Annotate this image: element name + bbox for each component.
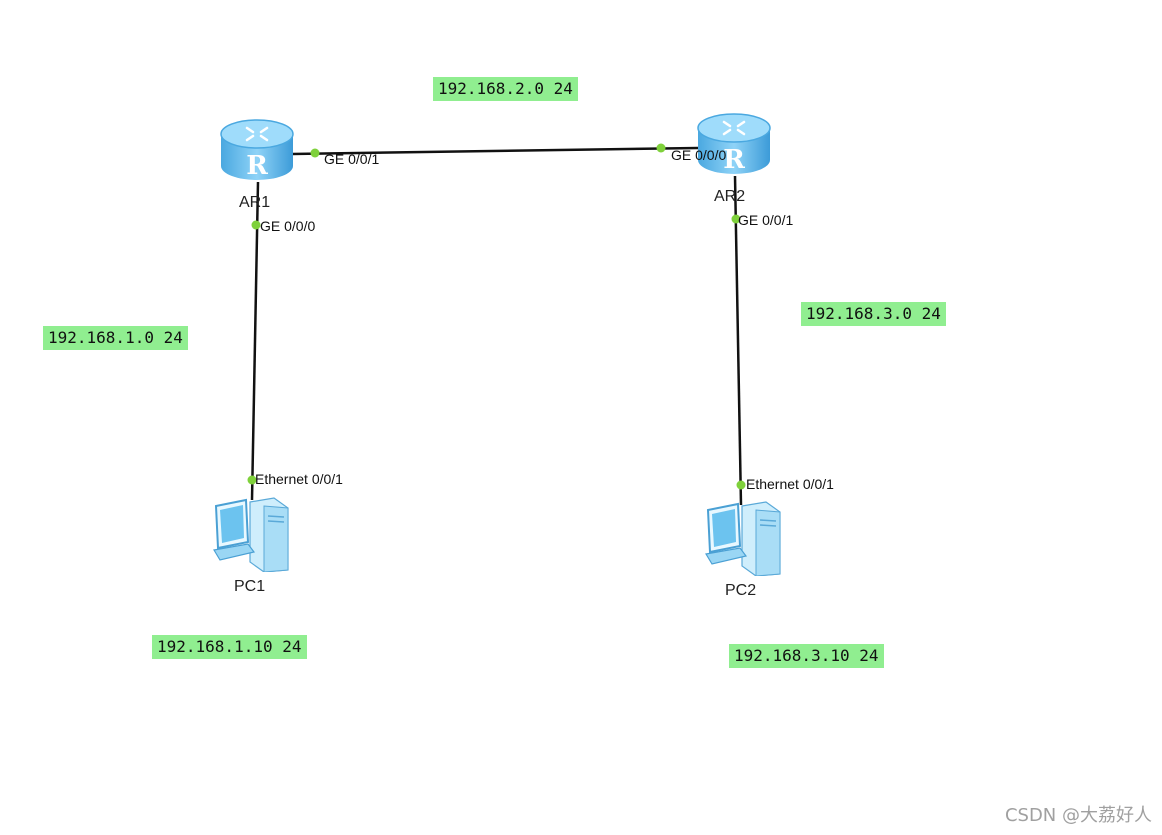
port-label-pc1-eth: Ethernet 0/0/1	[255, 471, 343, 487]
ar2-label: AR2	[714, 188, 746, 205]
router-ar1[interactable]: R	[219, 114, 295, 184]
port-label-pc2-eth: Ethernet 0/0/1	[746, 476, 834, 492]
port-dot-ar1-ge000	[251, 220, 261, 230]
port-label-ar1-ge000: GE 0/0/0	[260, 218, 316, 234]
network-label-ar1-pc1: 192.168.1.0 24	[43, 326, 188, 350]
port-label-ar1-ge001: GE 0/0/1	[324, 151, 380, 167]
router-icon: R	[697, 113, 771, 175]
port-label-ar2-ge001: GE 0/0/1	[738, 212, 794, 228]
link-ar1-ar2[interactable]	[291, 146, 699, 156]
router-icon: R	[220, 119, 294, 181]
port-dot-pc2-eth	[736, 480, 746, 490]
link-ar1-pc1[interactable]	[250, 181, 260, 501]
port-label-ar2-ge000: GE 0/0/0	[671, 147, 727, 163]
router-ar2[interactable]: R	[696, 108, 772, 178]
pc-icon	[213, 497, 289, 573]
pc-icon	[705, 501, 781, 577]
link-ar2-pc2[interactable]	[733, 175, 743, 506]
ip-label-pc1: 192.168.1.10 24	[152, 635, 307, 659]
svg-text:R: R	[723, 145, 745, 175]
ip-label-pc2: 192.168.3.10 24	[729, 644, 884, 668]
pc2-label: PC2	[725, 582, 757, 599]
pc-pc2[interactable]	[700, 500, 786, 577]
port-dot-pc1-eth	[247, 475, 257, 485]
network-label-ar2-pc2: 192.168.3.0 24	[801, 302, 946, 326]
port-dot-ar1-ge001	[310, 148, 320, 158]
port-dot-ar2-ge001	[731, 214, 741, 224]
svg-text:R: R	[246, 151, 268, 181]
pc1-label: PC1	[234, 578, 266, 595]
ar1-label: AR1	[239, 194, 271, 211]
watermark: CSDN @大荔好人	[1004, 805, 1152, 826]
port-dot-ar2-ge000	[656, 143, 666, 153]
pc-pc1[interactable]	[208, 496, 294, 573]
network-label-ar1-ar2: 192.168.2.0 24	[433, 77, 578, 101]
